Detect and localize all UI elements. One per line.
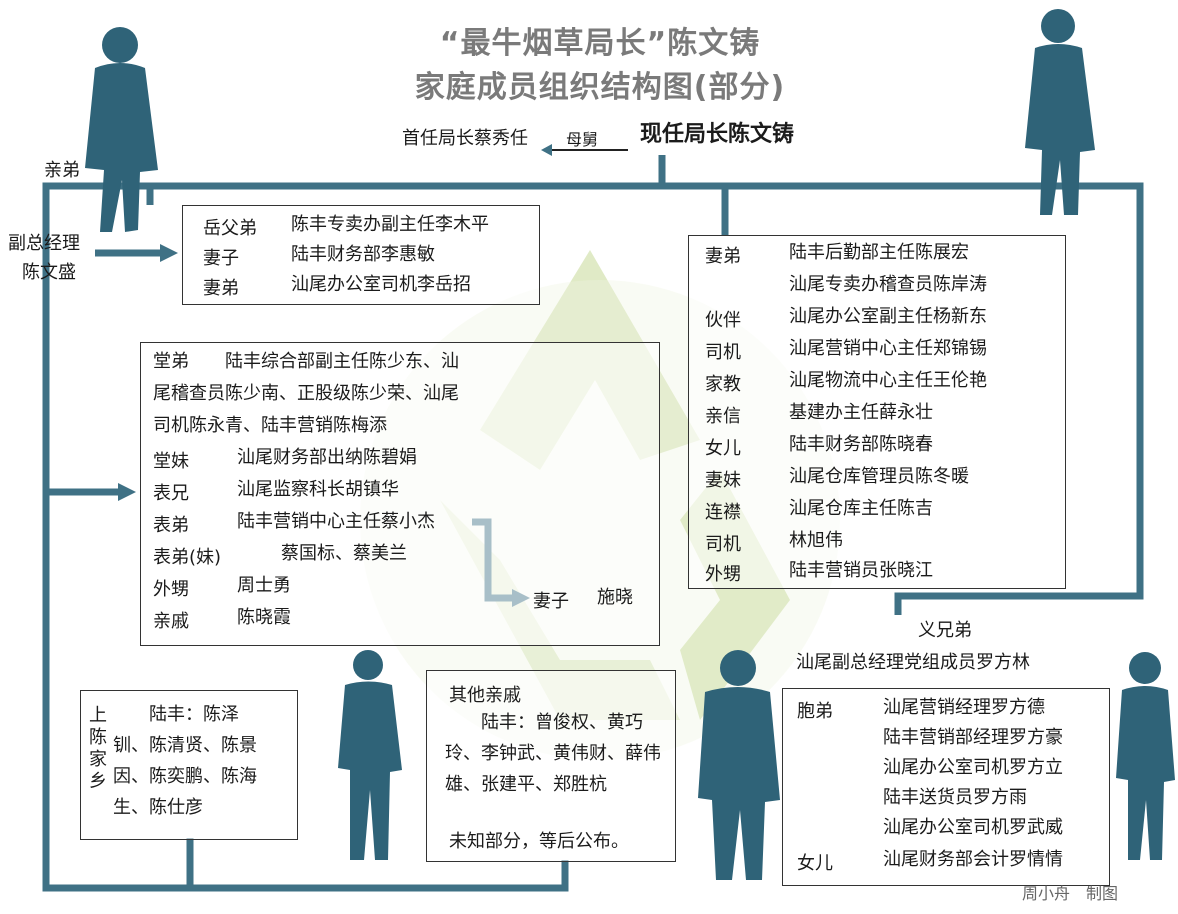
village-members: 陆丰：陈泽 钏、陈清贤、陈景 因、陈奕鹏、陈海 生、陈仕彦 <box>113 699 293 823</box>
wife-name: 施晓 <box>597 587 633 608</box>
cousin-line: 司机陈永青、陆丰营销陈梅添 <box>153 415 387 436</box>
other-note: 未知部分，等后公布。 <box>449 831 629 852</box>
person-silhouette-icon <box>1116 652 1175 860</box>
member-desc: 汕尾仓库管理员陈冬暖 <box>789 466 969 487</box>
person-silhouette-icon <box>698 650 780 880</box>
relation-label: 外甥 <box>705 564 741 585</box>
other-line: 雄、张建平、郑胜杭 <box>445 774 607 795</box>
member-desc: 汕尾营销中心主任郑锦锡 <box>789 338 987 359</box>
box-associates: 妻弟 陆丰后勤部主任陈展宏 汕尾专卖办稽查员陈岸涛 伙伴 汕尾办公室副主任杨新东… <box>688 235 1066 589</box>
relation-label: 妻弟 <box>705 246 741 267</box>
box-in-laws: 岳父弟 陈丰专卖办副主任李木平 妻子 陆丰财务部李惠敏 妻弟 汕尾办公室司机李岳… <box>182 205 540 305</box>
member-desc: 汕尾专卖办稽查员陈岸涛 <box>789 274 987 295</box>
relation-label: 司机 <box>705 534 741 555</box>
sworn-brother-desc: 汕尾副总经理党组成员罗方林 <box>796 652 1030 673</box>
member-desc: 陈晓霞 <box>237 607 291 628</box>
person-silhouette-icon <box>85 27 158 232</box>
member-desc: 汕尾物流中心主任王伦艳 <box>789 370 987 391</box>
former-director: 首任局长蔡秀任 <box>402 128 528 149</box>
relation-label: 女儿 <box>797 853 833 874</box>
relation-label: 表弟 <box>153 515 189 536</box>
member-desc: 蔡国标、蔡美兰 <box>281 543 407 564</box>
relation-label: 堂妹 <box>153 451 189 472</box>
member-desc: 汕尾办公室司机罗方立 <box>883 757 1063 778</box>
relation-label: 妻妹 <box>705 470 741 491</box>
member-desc: 陆丰财务部陈晓春 <box>789 434 933 455</box>
brother-role: 副总经理 <box>8 233 80 254</box>
other-heading: 其他亲戚 <box>449 685 521 706</box>
brother-name: 陈文盛 <box>22 262 76 283</box>
village-label: 上陈家乡 <box>89 705 107 792</box>
relation-label: 表弟(妹) <box>153 547 222 568</box>
person-silhouette-icon <box>338 650 402 860</box>
member-desc: 汕尾财务部出纳陈碧娟 <box>237 447 417 468</box>
member-desc: 汕尾办公室司机李岳招 <box>291 274 471 295</box>
member-desc: 汕尾监察科长胡镇华 <box>237 479 399 500</box>
box-relatives: 堂弟 陆丰综合部副主任陈少东、汕 尾稽查员陈少南、正股级陈少荣、汕尾 司机陈永青… <box>140 342 660 646</box>
other-line: 陆丰：曾俊权、黄巧 <box>445 712 643 733</box>
box-sworn-family: 胞弟 汕尾营销经理罗方德 陆丰营销部经理罗方豪 汕尾办公室司机罗方立 陆丰送货员… <box>782 688 1110 886</box>
credit: 周小舟 制图 <box>1021 884 1118 903</box>
village-line: 陆丰：陈泽 <box>113 704 239 725</box>
chart-title-line1: “最牛烟草局长”陈文铸 <box>439 26 761 61</box>
person-silhouette-icon <box>1025 9 1095 215</box>
member-desc: 汕尾营销经理罗方德 <box>883 697 1045 718</box>
village-line: 因、陈奕鹏、陈海 <box>113 766 257 787</box>
cousin-line: 堂弟 陆丰综合部副主任陈少东、汕 <box>153 351 459 372</box>
village-line: 钏、陈清贤、陈景 <box>113 735 257 756</box>
member-desc: 陆丰送货员罗方雨 <box>883 787 1027 808</box>
village-line: 生、陈仕彦 <box>113 797 203 818</box>
other-line: 玲、李钟武、黄伟财、薛伟 <box>445 743 661 764</box>
member-desc: 林旭伟 <box>789 530 843 551</box>
member-desc: 汕尾办公室司机罗武威 <box>883 817 1063 838</box>
relation-label: 母舅 <box>566 130 599 149</box>
brother-relation: 亲弟 <box>44 160 80 181</box>
member-desc: 汕尾办公室副主任杨新东 <box>789 306 987 327</box>
member-desc: 周士勇 <box>237 575 291 596</box>
relation-label: 外甥 <box>153 579 189 600</box>
relation-label: 亲戚 <box>153 611 189 632</box>
box-other-relatives: 其他亲戚 陆丰：曾俊权、黄巧 玲、李钟武、黄伟财、薛伟 雄、张建平、郑胜杭 未知… <box>426 670 676 862</box>
member-desc: 基建办主任薛永壮 <box>789 402 933 423</box>
relation-label: 胞弟 <box>797 701 833 722</box>
relation-label: 妻弟 <box>203 278 239 299</box>
wife-relation: 妻子 <box>533 591 569 612</box>
member-desc: 汕尾仓库主任陈吉 <box>789 498 933 519</box>
current-director: 现任局长陈文铸 <box>640 122 795 147</box>
member-desc: 陆丰财务部李惠敏 <box>291 244 435 265</box>
relation-label: 亲信 <box>705 406 741 427</box>
relation-label: 连襟 <box>705 502 741 523</box>
member-desc: 汕尾财务部会计罗情情 <box>883 849 1063 870</box>
member-desc: 陆丰营销中心主任蔡小杰 <box>237 511 435 532</box>
box-village: 上陈家乡 陆丰：陈泽 钏、陈清贤、陈景 因、陈奕鹏、陈海 生、陈仕彦 <box>80 690 298 840</box>
member-desc: 陆丰后勤部主任陈展宏 <box>789 242 969 263</box>
relation-label: 岳父弟 <box>203 218 257 239</box>
member-desc: 陈丰专卖办副主任李木平 <box>291 214 489 235</box>
other-members: 陆丰：曾俊权、黄巧 玲、李钟武、黄伟财、薛伟 雄、张建平、郑胜杭 <box>445 707 671 800</box>
member-desc: 陆丰营销员张晓江 <box>789 560 933 581</box>
sworn-brother-relation: 义兄弟 <box>918 620 972 641</box>
cousin-line: 尾稽查员陈少南、正股级陈少荣、汕尾 <box>153 383 459 404</box>
chart-title-line2: 家庭成员组织结构图(部分) <box>414 70 786 105</box>
relation-label: 妻子 <box>203 248 239 269</box>
relation-label: 伙伴 <box>705 310 741 331</box>
relation-label: 表兄 <box>153 483 189 504</box>
relation-label: 女儿 <box>705 438 741 459</box>
relation-label: 家教 <box>705 374 741 395</box>
relation-label: 司机 <box>705 342 741 363</box>
member-desc: 陆丰营销部经理罗方豪 <box>883 727 1063 748</box>
